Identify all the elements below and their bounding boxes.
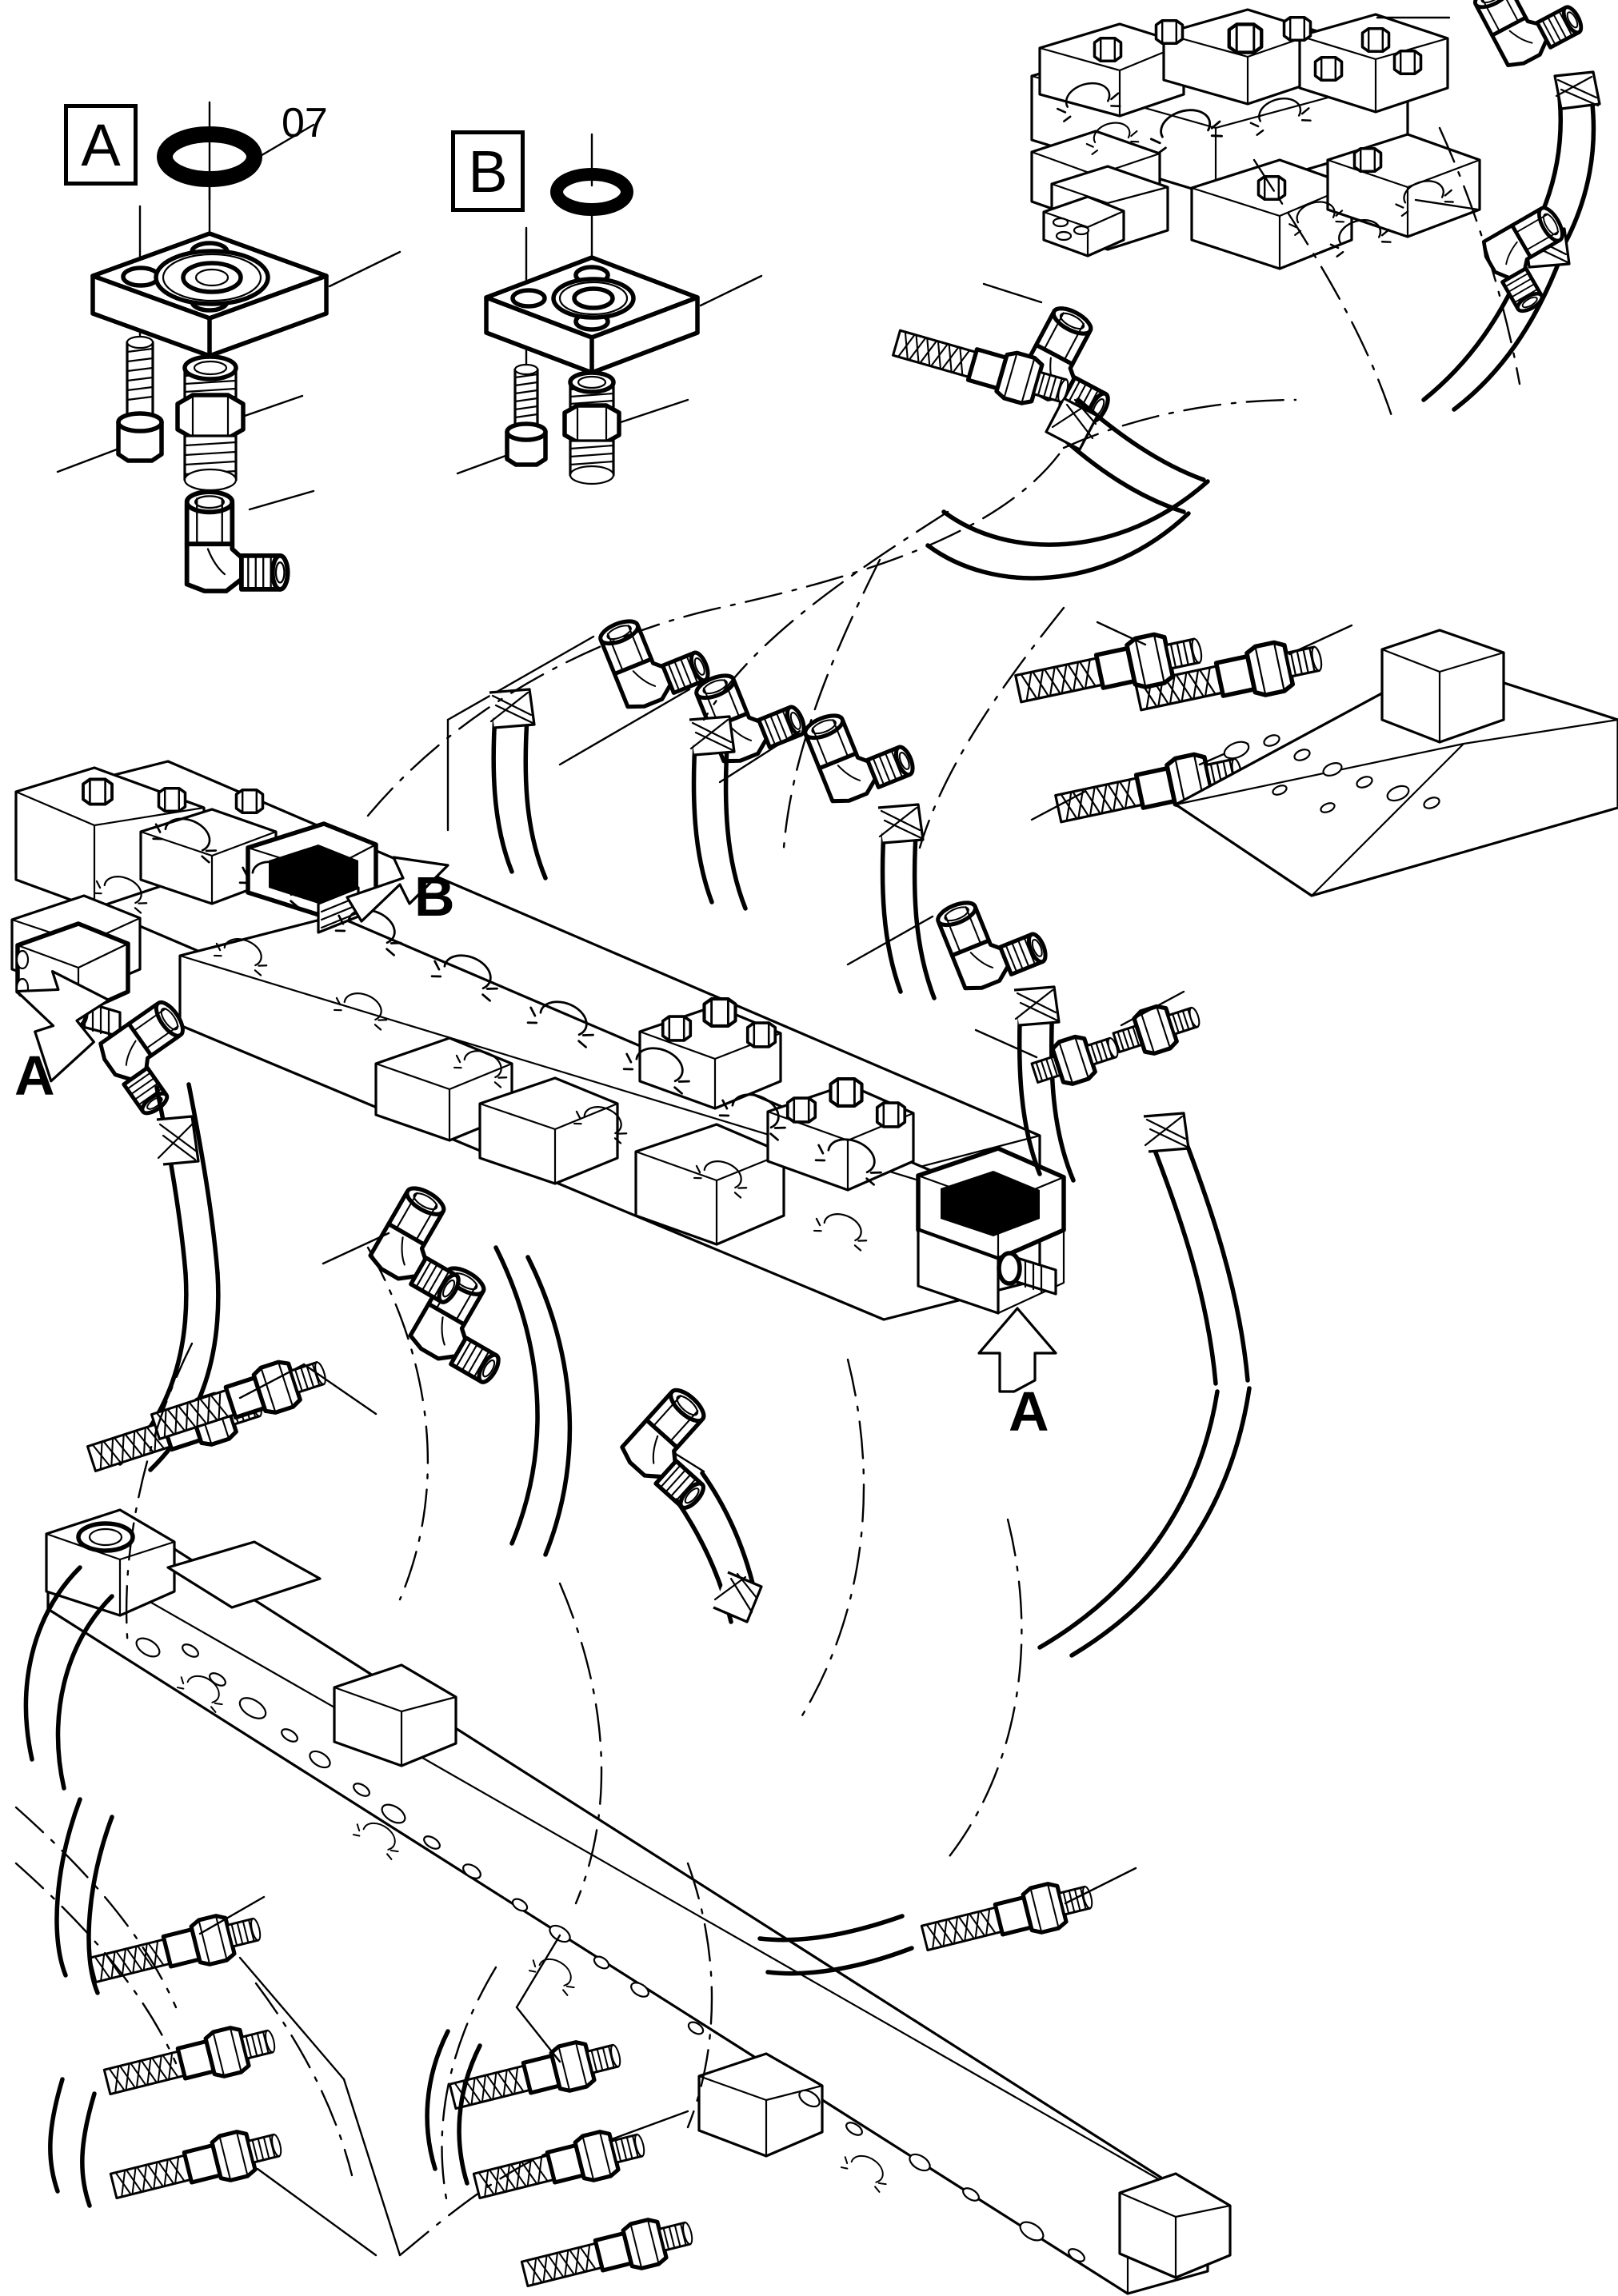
flange-plate-detail-a [90,231,329,358]
center-hose-and-fitting-set [84,598,1252,1658]
center-main-valve-manifold [10,760,1066,1321]
callout-label-a-left: A [14,1044,55,1107]
callout-arrow-a-right [977,1307,1057,1393]
elbow-fitting-detail-a [187,492,288,591]
lower-left-rail [45,1508,1232,2295]
detail-box-b-label: B [468,138,508,205]
lower-left-fitting-rows [23,1565,1137,2296]
chain-reference-lines [14,126,1521,2257]
o-ring-detail-b [550,168,633,216]
part-number-07: 07 [282,100,328,146]
upper-right-rail [1174,629,1618,897]
callout-label-b-center: B [414,865,455,928]
threaded-adapter-detail-b [562,370,621,485]
detail-b-exploded-group [456,133,763,485]
detail-box-a: A [64,104,138,186]
callout-arrow-b-center [346,856,449,923]
o-ring-detail-a [157,126,262,187]
socket-head-bolt-detail-a [116,335,164,463]
socket-head-bolt-detail-b [505,363,548,467]
callout-arrow-a-left [15,970,110,1083]
callout-arrows [15,856,1057,1393]
threaded-adapter-detail-a [175,354,246,492]
callout-label-a-right: A [1009,1380,1049,1443]
detail-box-b: B [451,130,525,212]
detail-box-a-label: A [81,111,121,178]
flange-plate-detail-b [484,255,700,375]
detail-a-exploded-group [56,101,402,591]
upper-right-valve-manifold-stack [1030,8,1481,270]
upper-right-fittings-and-hoses [890,0,1601,833]
